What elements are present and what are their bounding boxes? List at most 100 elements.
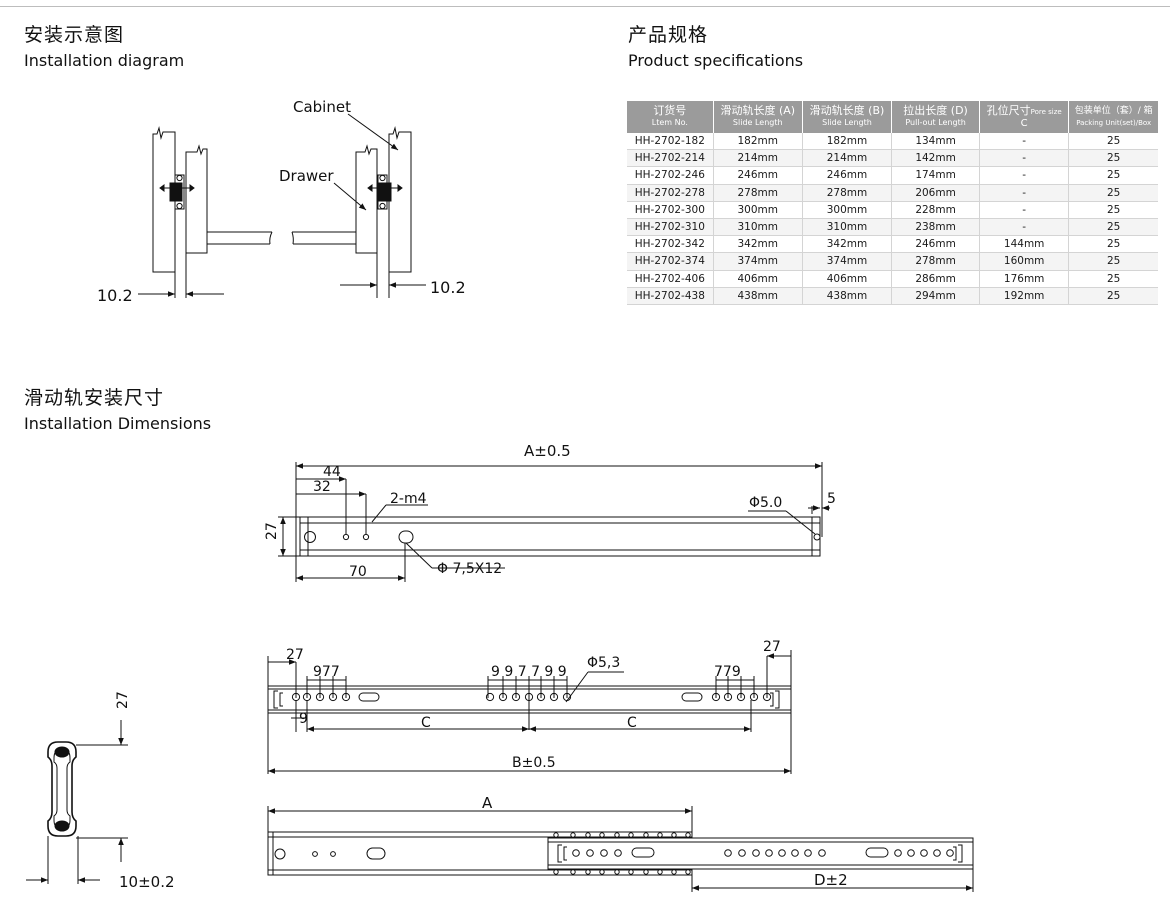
spec-table-cell: 25 [1068,184,1158,202]
spec-table-cell: 278mm [802,184,893,202]
mounting-hole [553,869,559,875]
product-specs-title-en: Product specifications [628,51,804,70]
spec-header-length-a: 滑动轨长度 (A)Slide Length [713,101,803,133]
spec-table-cell: HH-2702-406 [627,270,714,288]
mounting-hole [643,869,649,875]
spec-table-cell: 406mm [802,270,893,288]
mounting-hole [585,832,591,838]
rail2-phi53-label: Φ5,3 [587,655,620,671]
spec-table-cell: 25 [1068,201,1158,219]
spec-table-cell: 342mm [713,235,803,254]
mounting-hole [946,849,954,857]
mounting-hole [933,849,941,857]
spec-table-cell: 176mm [979,270,1070,288]
mounting-hole [643,832,649,838]
spec-table-cell: HH-2702-342 [627,235,714,254]
spec-table-cell: 286mm [891,270,981,288]
mounting-hole [907,849,915,857]
install-right-drawer-side [355,144,378,254]
rail1-length-a-label: A±0.5 [524,442,571,460]
spec-table-cell: 25 [1068,166,1158,185]
install-left-slide-bracket [159,174,195,210]
spec-table-cell: 310mm [802,218,893,237]
mounting-hole [485,692,495,702]
spec-table-cell: - [979,218,1070,237]
spec-table-cell: 182mm [713,133,803,151]
spec-table-cell: - [979,149,1070,168]
rail1-dimension-lines [278,462,830,582]
spec-table-cell: 374mm [802,252,893,271]
spec-table-cell: HH-2702-182 [627,133,714,151]
install-right-slide-bracket [367,174,403,210]
mounting-hole [614,869,620,875]
mounting-hole [804,849,812,857]
mounting-hole [738,849,746,857]
rail2-9-label: 9 [299,711,308,727]
spec-table-cell: - [979,166,1070,185]
rail-profile-section [47,741,77,837]
top-divider [0,6,1170,7]
rail2-779-label: 779 [714,664,741,680]
mounting-hole [570,869,576,875]
product-specs-title-cn: 产品规格 [628,24,709,46]
cabinet-leader [347,113,399,151]
rail1-slot-label: Φ 7,5X12 [437,561,502,577]
spec-table-cell: 374mm [713,252,803,271]
spec-table-cell: 300mm [713,201,803,219]
mounting-hole [818,849,826,857]
spec-table-cell: 160mm [979,252,1070,271]
mounting-hole [685,869,691,875]
spec-table-cell: HH-2702-310 [627,218,714,237]
installation-diagram-title-cn: 安装示意图 [24,24,125,46]
rail2-length-b-label: B±0.5 [512,755,556,771]
spec-table-cell: 310mm [713,218,803,237]
spec-table-cell: 25 [1068,287,1158,305]
spec-table-cell: HH-2702-278 [627,184,714,202]
gap-right-label: 10.2 [430,278,466,297]
profile-width-label: 10±0.2 [119,873,175,891]
spec-table-cell: 246mm [802,166,893,185]
rail1-phi5-label: Φ5.0 [749,495,782,511]
spec-table-cell: 192mm [979,287,1070,305]
spec-table-cell: 144mm [979,235,1070,254]
spec-table-cell: 246mm [713,166,803,185]
spec-table-cell: 438mm [802,287,893,305]
spec-table-cell: 142mm [891,149,981,168]
spec-table-cell: 206mm [891,184,981,202]
mounting-hole [628,869,634,875]
rail2-c2-label: C [627,715,637,731]
rail3-pullout-d-label: D±2 [814,871,848,889]
mounting-hole [614,832,620,838]
spec-table-cell: 182mm [802,133,893,151]
mounting-hole [553,832,559,838]
spec-table-cell: HH-2702-300 [627,201,714,219]
spec-table-cell: 228mm [891,201,981,219]
spec-table-cell: 300mm [802,201,893,219]
spec-table-cell: - [979,133,1070,151]
mounting-hole [894,849,902,857]
install-left-gap-dimension [138,253,224,298]
mounting-hole [765,849,773,857]
spec-table-cell: 25 [1068,270,1158,288]
rail1-32-label: 32 [313,479,331,495]
rail1-m4-label: 2-m4 [390,491,427,507]
mounting-hole [778,849,786,857]
drawer-label: Drawer [279,167,334,185]
spec-table-cell: 238mm [891,218,981,237]
mounting-hole [657,832,663,838]
install-right-cabinet-wall [388,126,412,273]
spec-table-cell: HH-2702-374 [627,252,714,271]
mounting-hole [920,849,928,857]
install-left-drawer-side [185,144,208,254]
rail2-27-left-label: 27 [286,647,304,663]
rail2-27-right-label: 27 [763,639,781,655]
spec-table-cell: 25 [1068,149,1158,168]
